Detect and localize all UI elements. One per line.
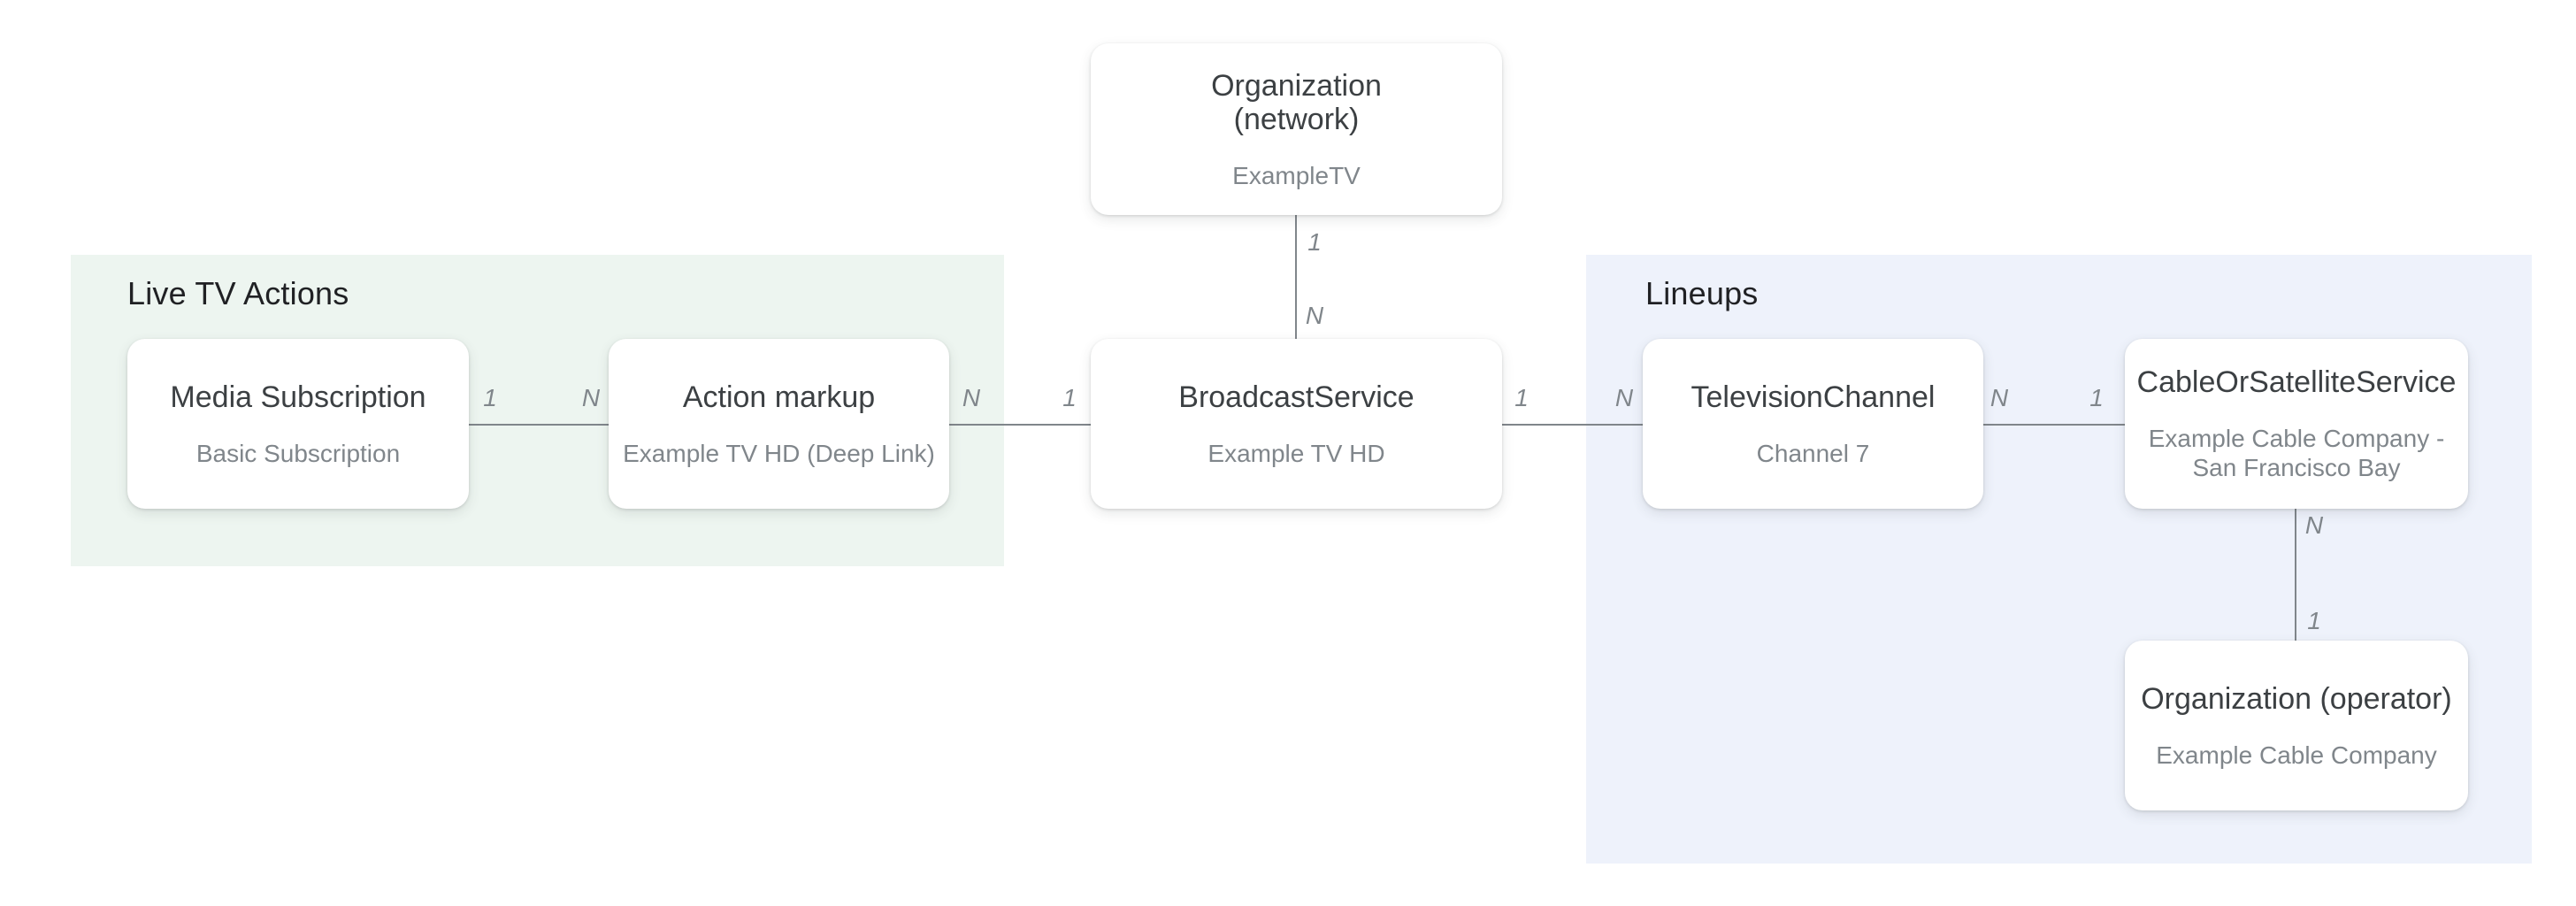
node-television-channel: TelevisionChannel Channel 7: [1643, 339, 1983, 509]
node-organization-network: Organization (network) ExampleTV: [1091, 43, 1502, 215]
edge-tv-cable-line: [1981, 424, 2128, 426]
node-broadcast-service: BroadcastService Example TV HD: [1091, 339, 1502, 509]
node-title: BroadcastService: [1178, 380, 1414, 414]
cardinality-label: 1: [2307, 607, 2321, 634]
node-title: Media Subscription: [170, 380, 426, 414]
node-subtitle: Example TV HD: [1208, 439, 1385, 467]
node-cable-or-satellite-service: CableOrSatelliteService Example Cable Co…: [2125, 339, 2468, 509]
cardinality-label: N: [2304, 511, 2324, 539]
edge-broadcast-tv-line: [1499, 424, 1646, 426]
section-lineups-label: Lineups: [1645, 275, 1759, 311]
edge-cable-operator-line: [2295, 507, 2296, 642]
edge-action-broadcast-line: [947, 424, 1094, 426]
edge-media-action-line: [465, 424, 612, 426]
node-media-subscription: Media Subscription Basic Subscription: [127, 339, 469, 509]
node-subtitle: Example Cable Company - San Francisco Ba…: [2148, 425, 2445, 481]
cardinality-label: N: [1614, 384, 1634, 411]
cardinality-label: N: [1990, 384, 2009, 411]
node-title: Action markup: [682, 380, 876, 414]
cardinality-label: 1: [2089, 384, 2104, 411]
node-title: Organization (operator): [2141, 681, 2452, 716]
node-subtitle: Example Cable Company: [2156, 741, 2437, 769]
node-subtitle: ExampleTV: [1232, 161, 1361, 189]
node-action-markup: Action markup Example TV HD (Deep Link): [609, 339, 949, 509]
node-subtitle: Example TV HD (Deep Link): [623, 439, 935, 467]
node-title: TelevisionChannel: [1690, 380, 1936, 414]
node-title: CableOrSatelliteService: [2136, 365, 2457, 399]
cardinality-label: 1: [483, 384, 497, 411]
cardinality-label: N: [581, 384, 601, 411]
cardinality-label: 1: [1307, 228, 1322, 256]
cardinality-label: N: [962, 384, 981, 411]
cardinality-label: 1: [1514, 384, 1529, 411]
cardinality-label: 1: [1062, 384, 1077, 411]
node-organization-operator: Organization (operator) Example Cable Co…: [2125, 641, 2468, 810]
node-subtitle: Basic Subscription: [196, 439, 401, 467]
node-subtitle: Channel 7: [1756, 439, 1870, 467]
section-live-tv-actions-label: Live TV Actions: [127, 275, 349, 311]
node-title: Organization (network): [1211, 68, 1382, 136]
edge-network-broadcast-line: [1295, 215, 1297, 341]
cardinality-label: N: [1305, 302, 1324, 329]
